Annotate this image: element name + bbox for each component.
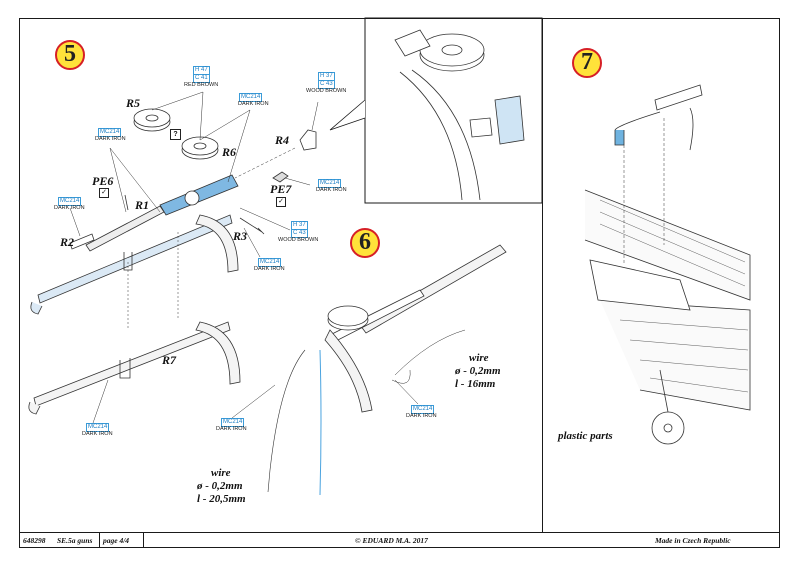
ammo-drum-r5 [133, 108, 171, 132]
part-r3-shape [239, 217, 265, 235]
label-r1: R1 [135, 198, 150, 212]
check-pe7: ✓ [276, 197, 286, 207]
label-r4: R4 [275, 133, 290, 147]
inset-detail [394, 29, 525, 201]
code-c43-top: C 43 [318, 81, 335, 89]
name-dark-iron-r3: DARK IRON [254, 266, 285, 272]
wire-16-length: l - 16mm [455, 378, 496, 390]
step6-assembly [231, 244, 507, 496]
code-h37-top: H 37 [318, 72, 335, 81]
label-r6: R6 [222, 145, 237, 159]
aircraft-view [584, 84, 751, 445]
gun-rail-upper [30, 214, 239, 315]
part-r2-shape [69, 233, 95, 250]
wire-16-diameter: ø - 0,2mm [455, 365, 501, 377]
code-c43-mid: C 43 [291, 230, 308, 238]
wire-note-20mm: wire ø - 0,2mm l - 20,5mm [197, 467, 246, 506]
footer-copyright: © EDUARD M.A. 2017 [355, 536, 428, 545]
label-r2: R2 [60, 235, 75, 249]
callout-h37-c43-mid: H 37 C 43 [291, 221, 308, 238]
label-r3: R3 [233, 229, 248, 243]
code-mc214-step6a: MC214 [221, 418, 245, 427]
step-6-badge: 6 [350, 228, 380, 258]
footer-bar: 648298 SE.5a guns page 4/4 © EDUARD M.A.… [19, 532, 780, 548]
label-r5: R5 [126, 96, 141, 110]
name-dark-iron-step6a: DARK IRON [216, 426, 247, 432]
code-h47: H 47 [193, 66, 210, 75]
code-mc214-r2: MC214 [58, 197, 82, 206]
label-r7: R7 [162, 353, 177, 367]
code-mc214-left: MC214 [98, 128, 122, 137]
name-dark-iron-pe7: DARK IRON [316, 187, 347, 193]
name-dark-iron-step6b: DARK IRON [406, 413, 437, 419]
callout-h37-c43-top: H 37 C 43 [318, 72, 335, 89]
code-mc214-r7: MC214 [86, 423, 110, 432]
question-box: ? [170, 129, 181, 140]
code-mc214-pe7: MC214 [318, 179, 342, 188]
gun-rail-lower [28, 321, 241, 424]
wire-20-length: l - 20,5mm [197, 493, 246, 505]
ammo-drum-r6 [181, 136, 219, 160]
name-dark-iron-top: DARK IRON [238, 101, 269, 107]
wire-20-diameter: ø - 0,2mm [197, 480, 243, 492]
footer-sep-1 [99, 533, 100, 548]
footer-sep-2 [143, 533, 144, 548]
footer-origin: Made in Czech Republic [655, 536, 731, 545]
wire-16-title: wire [469, 352, 489, 364]
callout-h47-c41: H 47 C 41 [193, 66, 210, 83]
part-r4-shape [299, 129, 317, 151]
code-mc214-step6b: MC214 [411, 405, 435, 414]
label-pe7: PE7 [270, 182, 292, 196]
panel-divider [542, 18, 543, 532]
footer-page: page 4/4 [103, 536, 130, 545]
name-dark-iron-r2: DARK IRON [54, 205, 85, 211]
code-mc214-top: MC214 [239, 93, 263, 102]
name-wood-brown-top: WOOD BROWN [306, 88, 347, 94]
name-dark-iron-left: DARK IRON [95, 136, 126, 142]
wire-20-title: wire [211, 467, 231, 479]
name-dark-iron-r7: DARK IRON [82, 431, 113, 437]
name-wood-brown-mid: WOOD BROWN [278, 237, 319, 243]
step-5-badge: 5 [55, 40, 85, 70]
sheet-frame [19, 18, 780, 548]
label-pe6: PE6 [92, 174, 114, 188]
plastic-parts-label: plastic parts [558, 430, 613, 442]
footer-code: 648298 [23, 536, 46, 545]
step-7-badge: 7 [572, 48, 602, 78]
name-red-brown: RED BROWN [184, 82, 219, 88]
code-c41: C 41 [193, 75, 210, 83]
wire-note-16mm: wire ø - 0,2mm l - 16mm [455, 352, 501, 391]
check-pe6: ✓ [99, 188, 109, 198]
part-pe6-shape [124, 194, 129, 211]
footer-product: SE.5a guns [57, 536, 93, 545]
code-mc214-r3: MC214 [258, 258, 282, 267]
gun-body-r1 [85, 174, 239, 252]
part-pe7-shape [272, 171, 289, 183]
code-h37-mid: H 37 [291, 221, 308, 230]
